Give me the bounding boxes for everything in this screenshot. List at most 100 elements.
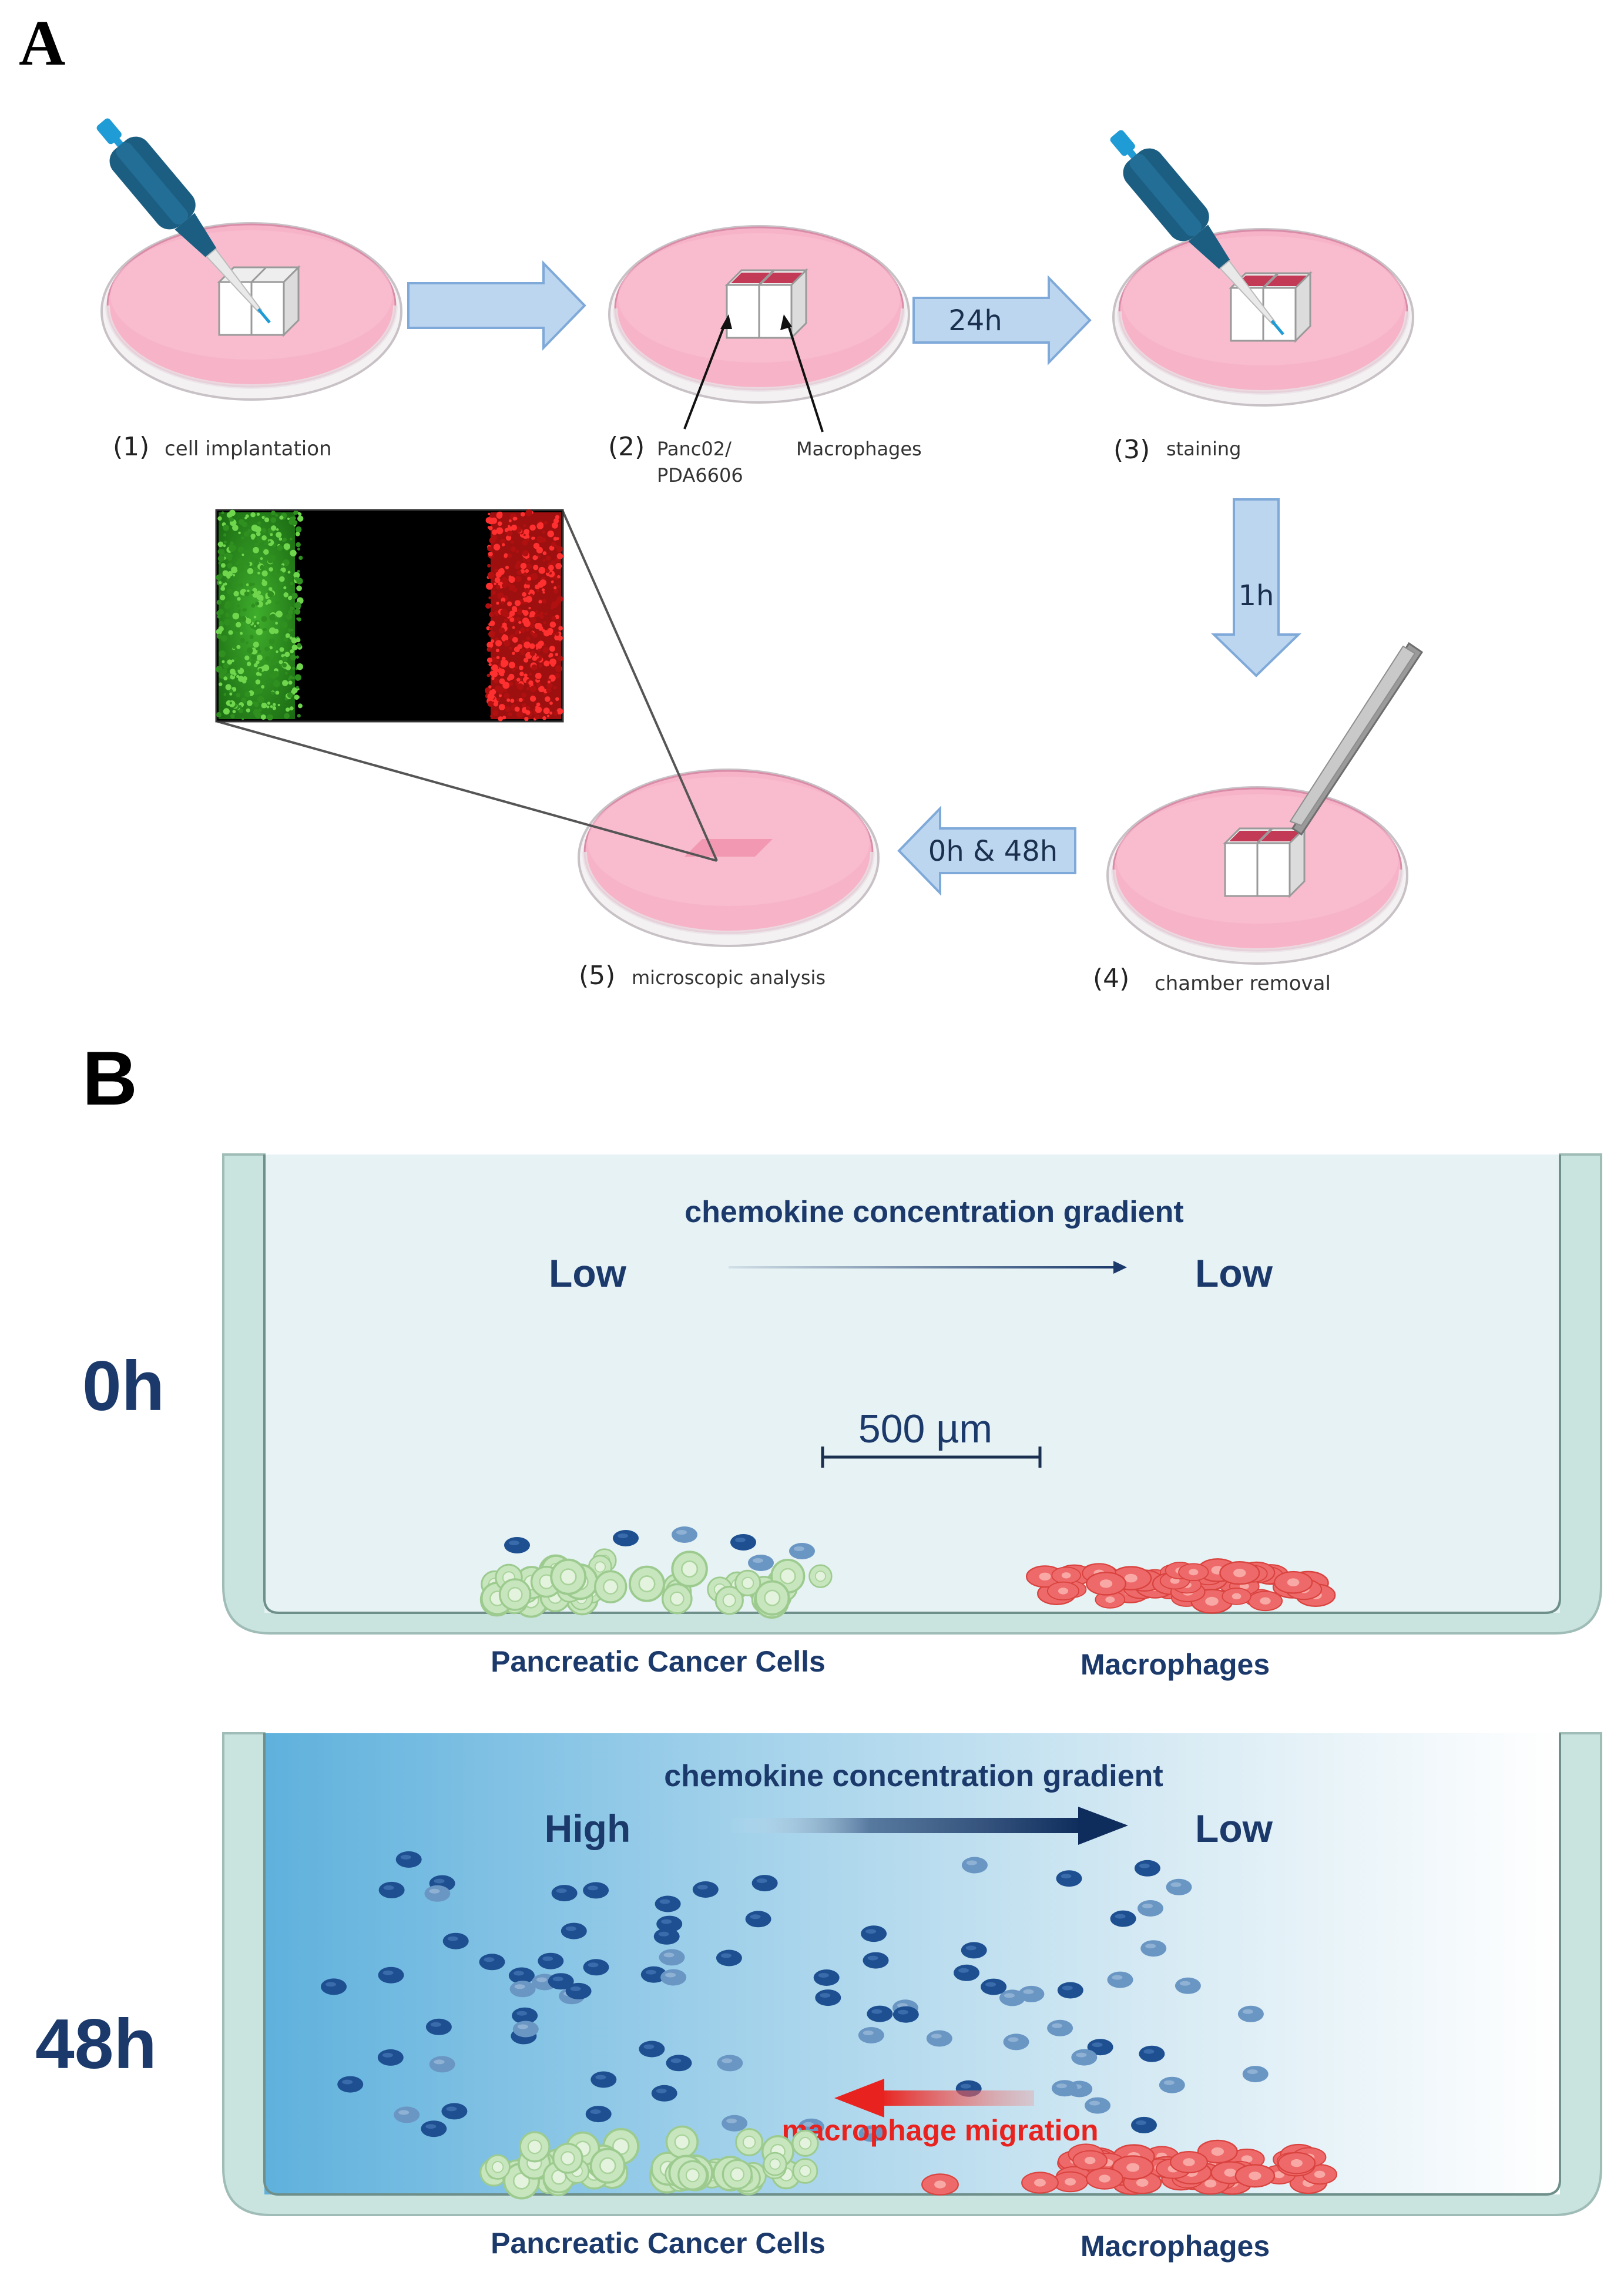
red-speckle — [557, 575, 561, 579]
red-speckle — [496, 656, 500, 659]
red-speckle — [533, 565, 539, 570]
green-speckle — [282, 663, 287, 668]
red-speckle — [514, 679, 517, 682]
green-speckle — [247, 589, 250, 592]
green-speckle — [247, 662, 251, 666]
green-speckle — [290, 582, 294, 586]
green-speckle — [254, 526, 261, 533]
red-speckle — [509, 646, 512, 650]
green-speckle — [219, 650, 226, 657]
green-speckle — [287, 570, 291, 574]
red-speckle — [486, 673, 491, 677]
red-speckle — [495, 659, 499, 663]
red-speckle — [491, 639, 495, 643]
red-speckle — [511, 540, 514, 544]
green-speckle — [275, 622, 278, 625]
red-speckle — [508, 575, 512, 579]
green-speckle — [246, 562, 250, 566]
arrow-step1-to-step2 — [407, 262, 586, 349]
red-speckle — [519, 665, 524, 670]
red-speckle — [516, 570, 522, 575]
red-speckle — [551, 616, 556, 621]
red-speckle — [542, 629, 546, 633]
chemokine-dot — [421, 2120, 447, 2137]
red-speckle — [535, 673, 542, 679]
green-speckle — [251, 582, 255, 586]
migration-label: macrophage migration — [782, 2114, 1099, 2147]
green-speckle — [277, 545, 283, 551]
green-speckle — [229, 545, 236, 552]
macrophage-cell — [1085, 1572, 1127, 1596]
chemokine-dot — [981, 1978, 1007, 1995]
red-speckle — [490, 714, 493, 717]
red-speckle — [528, 589, 535, 596]
chemokine-dot — [655, 1895, 681, 1912]
green-speckle — [223, 663, 229, 669]
green-speckle — [276, 650, 279, 653]
green-speckle — [256, 660, 260, 665]
green-speckle — [219, 682, 223, 686]
red-speckle — [508, 712, 512, 717]
green-speckle — [296, 686, 299, 689]
green-speckle — [217, 541, 224, 548]
chemokine-dot — [926, 2030, 952, 2047]
red-speckle — [547, 714, 550, 717]
green-speckle — [294, 694, 300, 700]
cancer-cell — [791, 2129, 819, 2157]
green-speckle — [241, 717, 244, 720]
red-speckle — [516, 677, 521, 682]
red-speckle — [527, 576, 531, 581]
green-speckle — [239, 583, 244, 588]
chemokine-dot — [748, 1555, 774, 1571]
green-speckle — [217, 615, 221, 619]
red-speckle — [498, 716, 503, 721]
chemokine-dot — [1131, 2116, 1157, 2133]
green-speckle — [244, 608, 247, 612]
red-speckle — [505, 565, 509, 570]
green-speckle — [277, 577, 280, 580]
cancer-cell — [671, 1551, 708, 1588]
red-speckle — [505, 535, 512, 541]
red-speckle — [526, 636, 531, 641]
green-speckle — [233, 590, 239, 597]
red-speckle — [534, 613, 538, 618]
pointer-head-panc02 — [720, 314, 732, 329]
step-2-label-line2: PDA6606 — [657, 464, 743, 486]
red-speckle — [486, 582, 493, 590]
red-speckle — [531, 664, 538, 670]
green-speckle — [250, 660, 255, 665]
green-speckle — [256, 536, 263, 543]
red-speckle — [498, 704, 505, 710]
green-speckle — [236, 693, 241, 698]
green-speckle — [244, 691, 250, 697]
red-speckle — [543, 660, 550, 667]
green-speckle — [274, 680, 278, 683]
red-speckle — [518, 697, 523, 702]
green-speckle — [236, 674, 240, 678]
green-speckle — [260, 714, 266, 720]
red-speckle — [491, 677, 495, 680]
green-speckle — [249, 550, 254, 555]
red-speckle — [488, 685, 492, 689]
well-0h — [222, 1153, 1602, 1635]
green-speckle — [250, 512, 256, 518]
red-speckle — [504, 554, 508, 558]
green-speckle — [260, 565, 265, 570]
green-speckle — [243, 700, 247, 704]
level-left-48h: High — [545, 1807, 631, 1850]
chemokine-dot — [659, 1949, 685, 1966]
green-speckle — [265, 656, 270, 662]
red-speckle — [522, 610, 529, 616]
red-speckle — [549, 621, 556, 628]
green-speckle — [295, 526, 302, 533]
green-speckle — [220, 595, 226, 600]
red-speckle — [497, 592, 504, 599]
green-speckle — [246, 583, 249, 586]
green-speckle — [290, 628, 294, 632]
green-speckle — [297, 643, 301, 648]
red-speckle — [499, 568, 505, 574]
green-speckle — [289, 636, 293, 640]
red-speckle — [529, 611, 536, 618]
cancer-cell — [519, 2131, 551, 2163]
green-speckle — [237, 597, 241, 601]
